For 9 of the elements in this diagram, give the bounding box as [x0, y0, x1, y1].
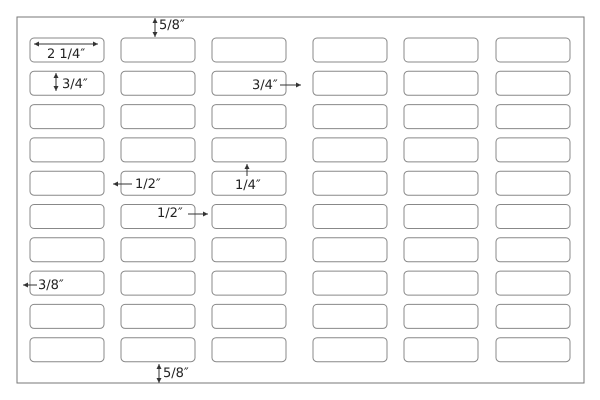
dimension-label: 3/4″ — [62, 77, 88, 92]
dimension-label: 3/4″ — [252, 78, 278, 93]
dimension-label: 1/2″ — [157, 206, 183, 221]
dimension-label: 3/8″ — [38, 278, 64, 293]
dimension-label: 1/2″ — [135, 177, 161, 192]
dimension-label: 2 1/4″ — [47, 47, 86, 62]
dimension-label: 1/4″ — [235, 178, 261, 193]
dimension-label: 5/8″ — [159, 18, 185, 33]
dimension-label: 5/8″ — [163, 366, 189, 381]
